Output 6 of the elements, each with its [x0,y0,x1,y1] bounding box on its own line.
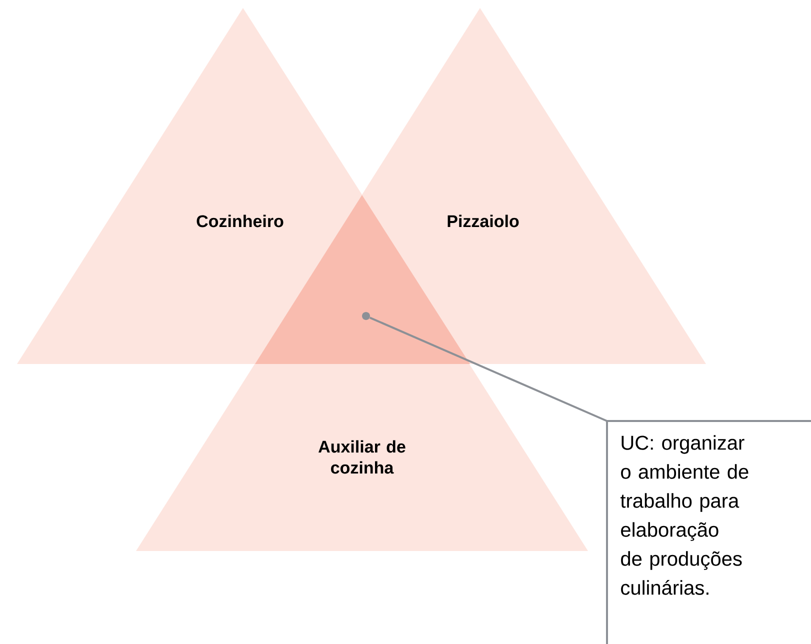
triangle-label: Auxiliar de cozinha [318,440,406,474]
leader-dot [362,312,370,320]
leader-line [369,316,608,422]
triangle-label: Pizzaiolo [448,214,519,228]
triangle-label: Cozinheiro [196,214,284,228]
callout-box: UC: organizar o ambiente de trabalho para elaboração de produções culinárias. [606,420,811,644]
